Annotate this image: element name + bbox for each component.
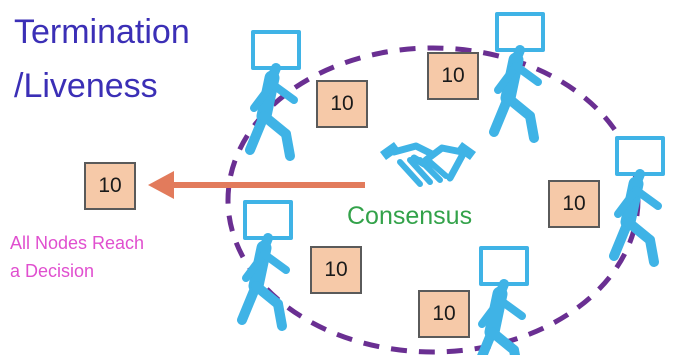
handshake-icon [380, 142, 476, 187]
title-line-1: Termination [14, 13, 190, 51]
node-value-badge: 10 [418, 290, 470, 338]
person-node-icon [614, 138, 663, 262]
decision-value-badge: 10 [84, 162, 136, 210]
person-node-icon [478, 248, 527, 355]
node-value-badge: 10 [548, 180, 600, 228]
person-node-icon [250, 32, 299, 156]
decision-arrow [148, 171, 365, 199]
node-value-badge: 10 [310, 246, 362, 294]
node-value-badge: 10 [427, 52, 479, 100]
decision-label-line-2: a Decision [10, 261, 95, 281]
person-node-icon [494, 14, 543, 138]
decision-label-line-1: All Nodes Reach [10, 233, 145, 253]
person-node-icon [242, 202, 291, 326]
node-value-badge: 10 [316, 80, 368, 128]
consensus-label: Consensus [347, 202, 473, 230]
title-line-2: /Liveness [14, 67, 158, 105]
